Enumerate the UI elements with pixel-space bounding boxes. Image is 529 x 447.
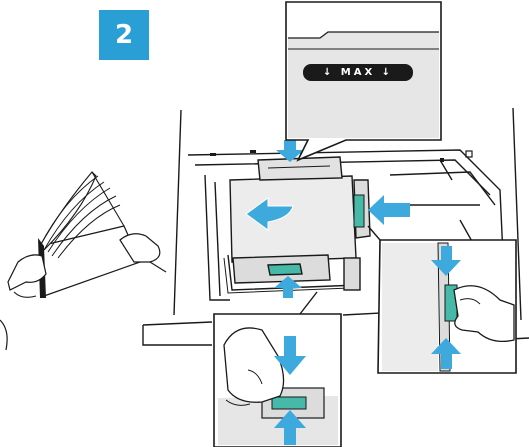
paper-stack-icon <box>0 171 167 351</box>
arrow-down-icon <box>274 336 306 375</box>
arrow-up-icon <box>274 410 306 445</box>
arrow-up-icon <box>274 276 302 298</box>
max-fill-inset <box>285 1 442 162</box>
step-number-badge: 2 <box>99 10 149 60</box>
tray-rim-clips <box>210 150 473 162</box>
arrow-up-icon <box>431 338 461 369</box>
paper-in-tray <box>223 156 371 294</box>
max-fill-line-label: ↓ MAX ↓ <box>322 67 394 78</box>
front-guide-inset <box>213 291 342 447</box>
arrow-left-icon <box>245 197 294 231</box>
arrow-down-icon <box>276 140 304 162</box>
arrow-down-icon <box>431 246 461 276</box>
side-guide-inset <box>367 225 517 374</box>
arrow-left-icon <box>368 195 410 225</box>
